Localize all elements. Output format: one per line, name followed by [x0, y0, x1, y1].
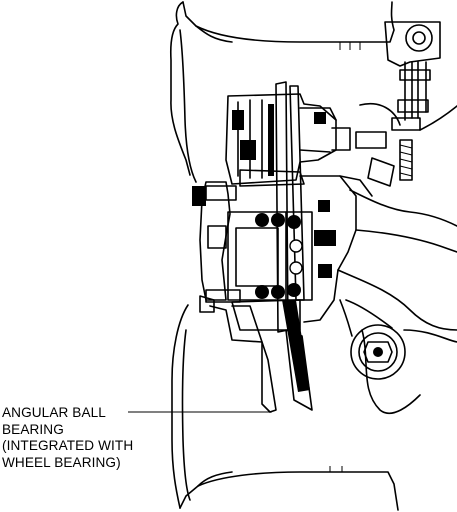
callout-line: BEARING [2, 421, 64, 437]
callout-line: ANGULAR BALL [2, 405, 106, 420]
lower-arm-bushing [339, 299, 457, 380]
dust-shield [199, 295, 277, 413]
callout-line: (INTEGRATED WITH [2, 438, 134, 453]
steering-knuckle [299, 175, 457, 415]
callout-line: WHEEL BEARING) [2, 454, 121, 470]
wheel-rim [169, 1, 399, 511]
angular-ball-bearing-callout: ANGULAR BALL BEARING (INTEGRATED WITH WH… [2, 405, 133, 471]
strut-mount [359, 21, 457, 181]
brake-caliper [225, 93, 395, 187]
angular-ball-bearing [255, 211, 313, 301]
